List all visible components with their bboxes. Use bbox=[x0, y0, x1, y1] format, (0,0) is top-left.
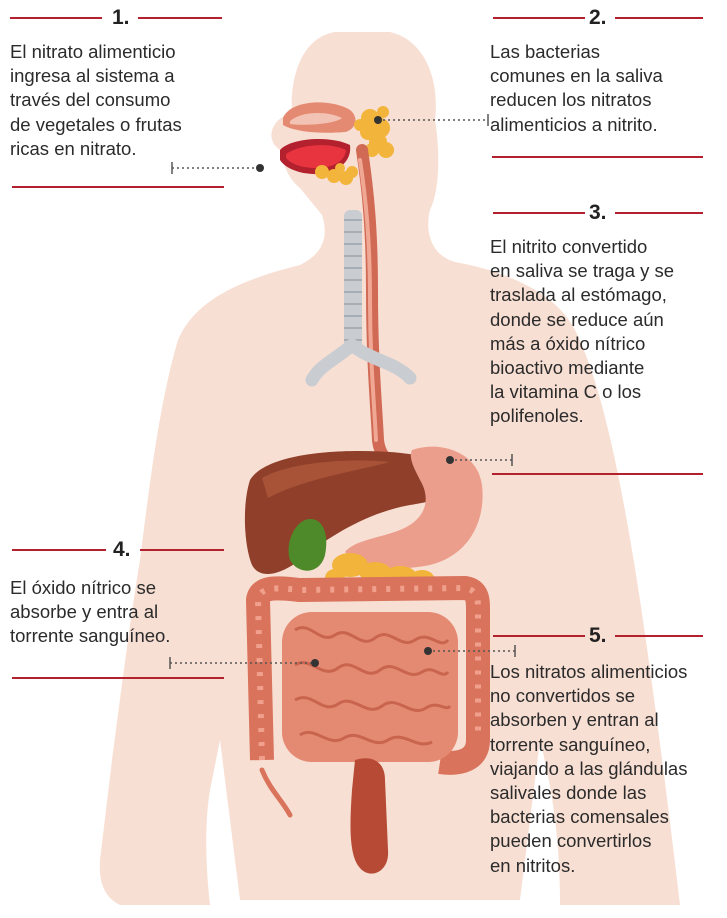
step-5: 5. Los nitratos alimenticios no converti… bbox=[490, 624, 725, 878]
step-1-line-1: El nitrato alimenticio bbox=[10, 40, 230, 64]
step-5-line-8: pueden convertirlos bbox=[490, 829, 725, 853]
step-4: 4. El óxido nítrico se absorbe y entra a… bbox=[10, 538, 230, 649]
step-2-header: 2. bbox=[490, 6, 710, 30]
step-3-line-5: más a óxido nítrico bbox=[490, 332, 715, 356]
step-4-line-left bbox=[12, 549, 106, 551]
step-4-line-1: El óxido nítrico se bbox=[10, 576, 230, 600]
step-3-bottom-rule bbox=[492, 473, 703, 475]
step-3-line-3: traslada al estómago, bbox=[490, 283, 715, 307]
step-3-line-6: bioactivo mediante bbox=[490, 356, 715, 380]
step-5-line-7: bacterias comensales bbox=[490, 805, 725, 829]
step-1-line-3: través del consumo bbox=[10, 88, 230, 112]
step-1-text: El nitrato alimenticio ingresa al sistem… bbox=[10, 40, 230, 161]
step-3-line-7: la vitamina C o los bbox=[490, 380, 715, 404]
step-3: 3. El nitrito convertido en saliva se tr… bbox=[490, 201, 715, 429]
step-5-header: 5. bbox=[490, 624, 725, 648]
step-1-header: 1. bbox=[10, 6, 230, 30]
step-3-line-left bbox=[493, 212, 585, 214]
step-3-line-right bbox=[615, 212, 703, 214]
step-4-number: 4. bbox=[113, 538, 131, 562]
step-1: 1. El nitrato alimenticio ingresa al sis… bbox=[10, 6, 230, 161]
step-1-number: 1. bbox=[112, 6, 130, 30]
step-2-line-right bbox=[615, 17, 703, 19]
step-3-number: 3. bbox=[589, 201, 607, 225]
step-5-text: Los nitratos alimenticios no convertidos… bbox=[490, 660, 725, 878]
step-2-bottom-rule bbox=[492, 156, 703, 158]
step-1-line-left bbox=[10, 17, 102, 19]
step-2-line-4: alimenticios a nitrito. bbox=[490, 113, 710, 137]
step-1-line-2: ingresa al sistema a bbox=[10, 64, 230, 88]
step-4-text: El óxido nítrico se absorbe y entra al t… bbox=[10, 576, 230, 649]
rectum bbox=[350, 758, 388, 873]
step-5-line-2: no convertidos se bbox=[490, 684, 725, 708]
step-2: 2. Las bacterias comunes en la saliva re… bbox=[490, 6, 710, 137]
step-4-line-3: torrente sanguíneo. bbox=[10, 624, 230, 648]
step-5-line-3: absorben y entran al bbox=[490, 708, 725, 732]
step-3-line-1: El nitrito convertido bbox=[490, 235, 715, 259]
step-1-line-5: ricas en nitrato. bbox=[10, 137, 230, 161]
step-2-line-left bbox=[493, 17, 585, 19]
step-4-line-2: absorbe y entra al bbox=[10, 600, 230, 624]
step-5-line-left bbox=[493, 635, 585, 637]
step-3-line-2: en saliva se traga y se bbox=[490, 259, 715, 283]
step-2-line-3: reducen los nitratos bbox=[490, 88, 710, 112]
step-1-line-4: de vegetales o frutas bbox=[10, 113, 230, 137]
step-5-number: 5. bbox=[589, 624, 607, 648]
step-2-text: Las bacterias comunes en la saliva reduc… bbox=[490, 40, 710, 137]
step-4-bottom-rule bbox=[12, 677, 224, 679]
step-3-line-4: donde se reduce aún bbox=[490, 308, 715, 332]
step-2-line-1: Las bacterias bbox=[490, 40, 710, 64]
step-5-line-9: en nitritos. bbox=[490, 854, 725, 878]
step-2-line-2: comunes en la saliva bbox=[490, 64, 710, 88]
step-5-line-6: salivales donde las bbox=[490, 781, 725, 805]
step-5-line-1: Los nitratos alimenticios bbox=[490, 660, 725, 684]
step-5-line-4: torrente sanguíneo, bbox=[490, 733, 725, 757]
step-3-header: 3. bbox=[490, 201, 715, 225]
step-1-line-right bbox=[138, 17, 222, 19]
step-4-line-right bbox=[140, 549, 224, 551]
step-3-line-8: polifenoles. bbox=[490, 404, 715, 428]
step-2-number: 2. bbox=[589, 6, 607, 30]
step-3-text: El nitrito convertido en saliva se traga… bbox=[490, 235, 715, 429]
step-5-line-right bbox=[615, 635, 703, 637]
step-1-bottom-rule bbox=[12, 186, 224, 188]
step-5-line-5: viajando a las glándulas bbox=[490, 757, 725, 781]
step-4-header: 4. bbox=[10, 538, 230, 562]
